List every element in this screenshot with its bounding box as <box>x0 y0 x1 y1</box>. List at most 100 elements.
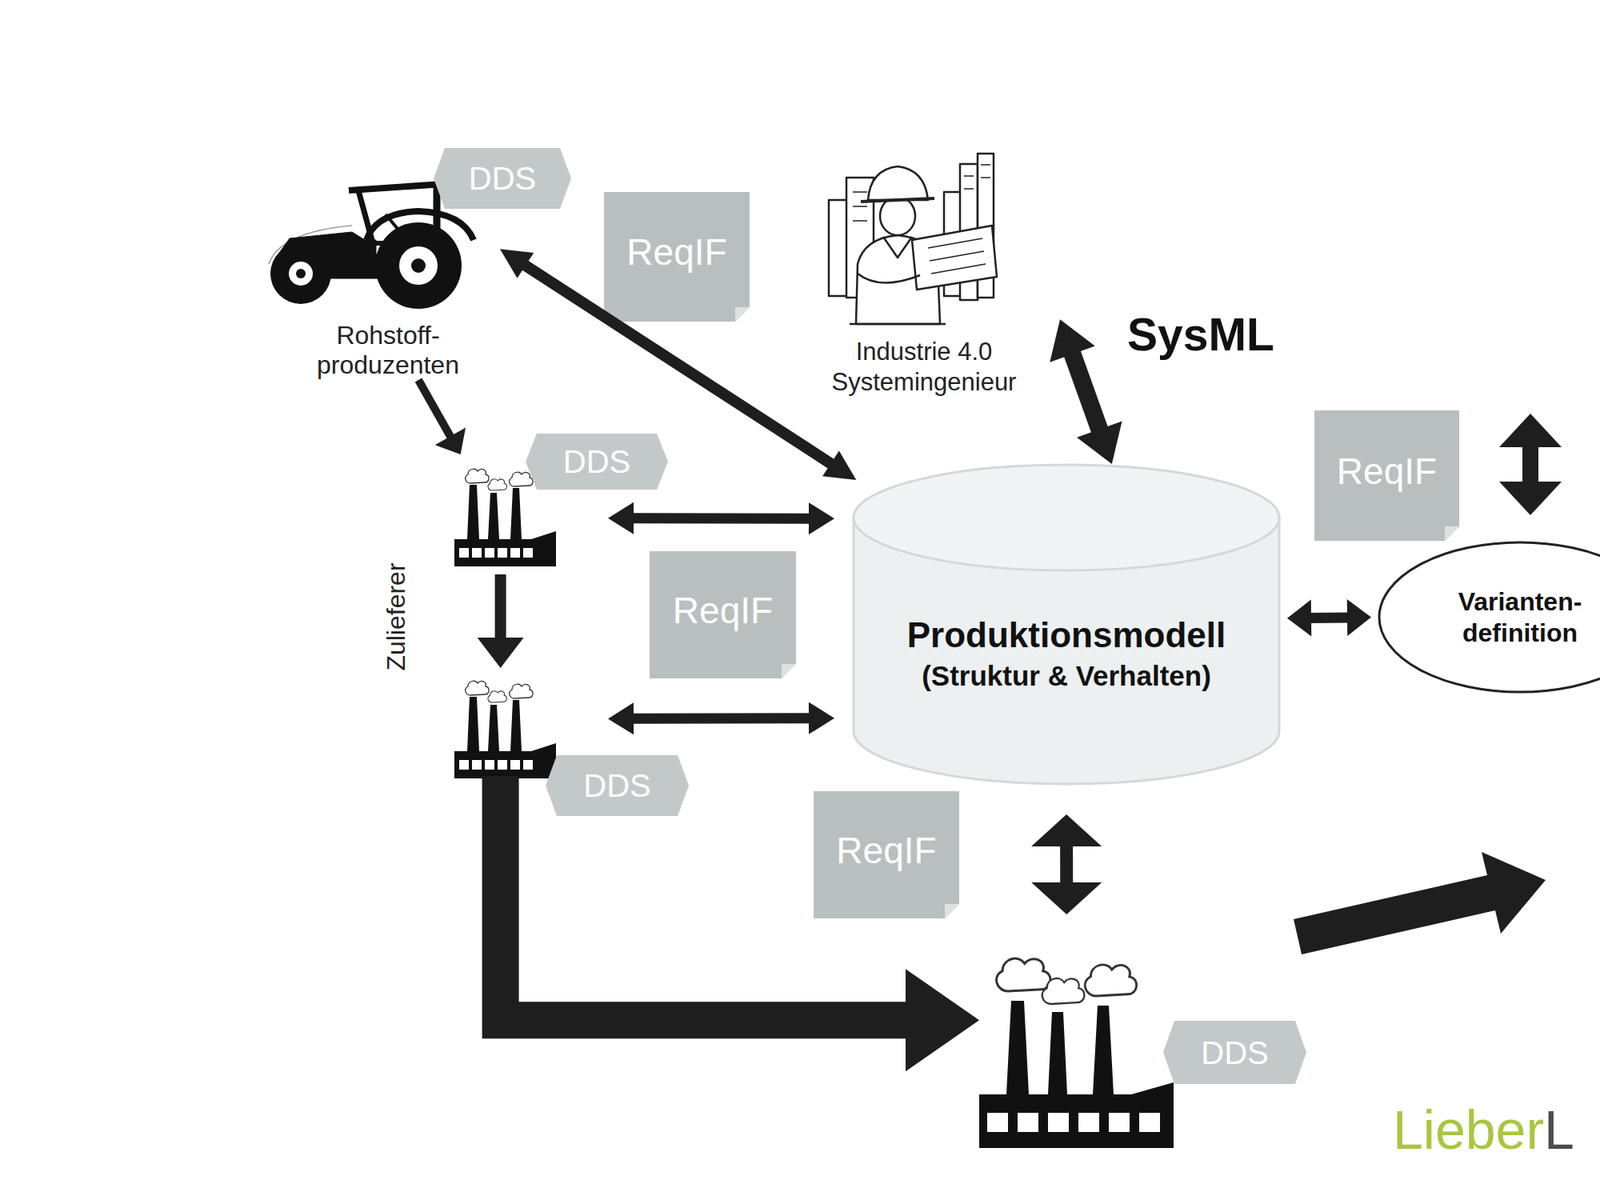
note-fold <box>944 904 960 919</box>
engineer-drawing <box>828 153 997 324</box>
flow-arrow <box>418 380 466 455</box>
art-shape <box>1139 1112 1160 1132</box>
text-area: DDS <box>1163 1020 1307 1084</box>
tag-shape <box>1163 1020 1307 1084</box>
art-shape <box>296 268 306 279</box>
note-card: ReqIF <box>813 791 960 919</box>
ellipse-shape <box>1379 542 1600 692</box>
art-shape <box>860 198 935 202</box>
text-area: DDS <box>545 755 689 816</box>
art-shape <box>928 238 986 274</box>
tag-hexagon: DDS <box>525 433 668 490</box>
arrow-shaft <box>521 263 835 467</box>
art-shape <box>1084 964 1136 996</box>
role-label: Industrie 4.0 Systemingenieur <box>796 336 1052 400</box>
art-shape <box>1293 852 1546 955</box>
art-shape <box>880 196 916 236</box>
art-shape <box>348 184 444 191</box>
art-shape <box>411 258 426 273</box>
arrow-shaft <box>495 574 507 643</box>
flow-arrow <box>500 248 856 480</box>
art-shape <box>964 164 991 189</box>
tag-text: DDS <box>1167 1036 1303 1069</box>
art-shape <box>1131 1082 1174 1095</box>
arrow-head <box>808 702 835 735</box>
flow-arrow <box>1031 814 1102 915</box>
flow-arrow <box>608 702 835 736</box>
tag-text: DDS <box>549 769 685 802</box>
variant-ellipse: Varianten- definition <box>1377 540 1600 694</box>
art-shape <box>912 225 997 290</box>
tag-text: DDS <box>529 445 664 478</box>
arrow-shaft <box>629 712 813 724</box>
note-fold <box>781 664 796 679</box>
note-card: ReqIF <box>604 192 750 322</box>
tag-shape <box>545 755 689 816</box>
note-text: ReqIF <box>817 832 956 869</box>
art-shape <box>1048 1112 1069 1132</box>
logo-text: L <box>1544 1102 1575 1157</box>
note-shape <box>649 551 796 679</box>
arrow-head <box>1287 600 1312 637</box>
text-area: ReqIF <box>1314 410 1460 541</box>
art-shape <box>270 243 332 304</box>
arrow-head <box>608 702 634 735</box>
arrow-head <box>477 637 524 668</box>
flow-arrow <box>1049 319 1122 464</box>
arrow-shaft <box>1070 348 1101 435</box>
arrow-head <box>1076 421 1122 464</box>
art-shape <box>1092 1005 1114 1095</box>
art-shape <box>852 192 868 221</box>
note-fold <box>1444 526 1460 541</box>
note-text: ReqIF <box>608 233 746 271</box>
flow-arrow <box>500 776 980 1072</box>
art-shape <box>868 166 928 200</box>
producer-label: Rohstoff- produzenten <box>304 320 472 380</box>
art-shape <box>883 236 912 258</box>
text-area: Produktionsmodell(Struktur & Verhalten) <box>852 464 1281 786</box>
engineer-figure: Industrie 4.0 Systemingenieur <box>788 148 1060 400</box>
arrow-head <box>1347 599 1372 636</box>
arrow-shaft <box>629 512 813 524</box>
model-text: (Struktur & Verhalten) <box>858 657 1275 695</box>
text-area: ReqIF <box>649 551 796 679</box>
arrow-shaft <box>500 776 917 1020</box>
art-shape <box>1042 978 1085 1004</box>
tag-hexagon: DDS <box>433 148 572 209</box>
art-shape <box>375 222 462 309</box>
art-shape <box>288 261 313 286</box>
note-text: ReqIF <box>1318 452 1456 490</box>
text-area <box>979 938 1174 1148</box>
flow-arrow <box>1287 599 1372 637</box>
supplier-factory <box>454 680 556 779</box>
node-outline <box>1377 540 1600 694</box>
text-area: ReqIF <box>604 192 750 322</box>
tag-text: DDS <box>437 162 568 195</box>
art-shape <box>996 958 1051 992</box>
text-area: ReqIF <box>813 791 960 919</box>
note-card: ReqIF <box>1314 410 1460 541</box>
tag-shape <box>525 433 668 490</box>
arrow-head <box>808 502 835 535</box>
tag-hexagon: DDS <box>1163 1020 1307 1084</box>
text-area: Industrie 4.0 Systemingenieur <box>788 148 1060 400</box>
art-shape <box>857 273 920 284</box>
arrow-head <box>905 968 980 1072</box>
art-shape <box>399 246 438 285</box>
arrow-head <box>435 428 466 455</box>
flow-arrow <box>608 502 835 535</box>
group-label: Zulieferer <box>383 562 409 671</box>
note-card: ReqIF <box>649 551 796 679</box>
text-area: DDS <box>525 433 668 490</box>
art-shape <box>1499 413 1562 516</box>
cylinder-top <box>853 464 1280 571</box>
factory-icon <box>979 938 1174 1148</box>
model-cylinder: Produktionsmodell(Struktur & Verhalten) <box>852 464 1281 786</box>
arrow-shaft <box>1060 841 1073 888</box>
note-fold <box>735 307 750 322</box>
arrow-shaft <box>418 380 452 440</box>
arrow-shaft <box>1307 612 1351 624</box>
art-shape <box>1006 1000 1029 1095</box>
